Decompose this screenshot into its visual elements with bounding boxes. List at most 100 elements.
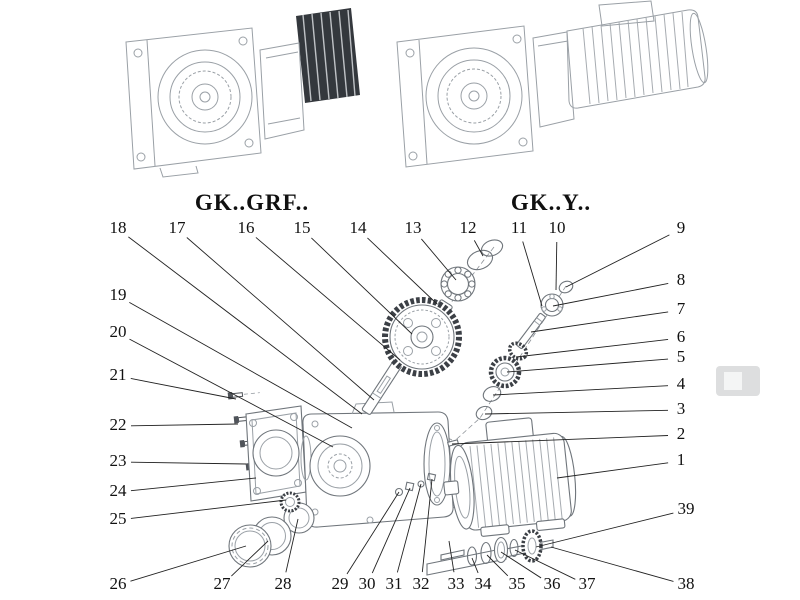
part-number-13: 13	[405, 218, 422, 237]
part-number-5: 5	[677, 347, 686, 366]
leader-line-33	[448, 540, 455, 573]
output-gear-shaft	[361, 297, 462, 415]
leader-line-3	[484, 409, 669, 415]
leader-line-34	[471, 557, 479, 574]
part-number-6: 6	[677, 327, 686, 346]
part-number-14: 14	[350, 218, 368, 237]
leader-line-7	[530, 311, 669, 333]
part-number-12: 12	[460, 218, 477, 237]
part-number-9: 9	[677, 218, 686, 237]
leader-line-39	[535, 512, 674, 548]
part-number-33: 33	[448, 574, 465, 593]
motor-body-outline	[566, 9, 706, 109]
leader-line-36	[500, 551, 542, 579]
bearing-large	[440, 266, 476, 302]
motor-fins	[469, 437, 563, 528]
leader-line-30	[371, 487, 411, 574]
shim-ring	[480, 239, 504, 257]
part-number-28: 28	[275, 574, 292, 593]
pinion-teeth	[507, 341, 529, 361]
part-number-2: 2	[677, 424, 686, 443]
leader-line-22	[130, 423, 239, 427]
input-shaft-assembly	[426, 529, 554, 576]
part-number-23: 23	[110, 451, 127, 470]
leader-line-28	[285, 518, 299, 573]
part-number-38: 38	[678, 574, 695, 593]
part-number-18: 18	[110, 218, 127, 237]
bevel-gear	[488, 355, 522, 389]
leader-line-23	[130, 461, 247, 465]
leader-line-25	[130, 499, 287, 519]
leader-line-4	[492, 385, 669, 396]
leader-line-13	[421, 238, 457, 281]
assembled-view-grf	[125, 8, 360, 178]
part-number-39: 39	[678, 499, 695, 518]
leader-line-14	[367, 237, 438, 305]
model-label-grf: GK..GRF..	[194, 190, 310, 215]
part-number-31: 31	[386, 574, 403, 593]
gearbox-housing	[300, 401, 460, 528]
leader-line-15	[311, 237, 413, 335]
part-number-27: 27	[214, 574, 232, 593]
leader-line-18	[128, 236, 363, 415]
leader-line-38	[550, 546, 674, 582]
part-number-7: 7	[677, 299, 686, 318]
helical-gear	[382, 297, 462, 377]
part-number-24: 24	[110, 481, 128, 500]
leader-line-29	[346, 491, 400, 575]
motor	[443, 417, 577, 537]
part-number-34: 34	[475, 574, 493, 593]
leader-line-5	[506, 358, 669, 373]
part-number-29: 29	[332, 574, 349, 593]
model-label-y: GK..Y..	[510, 190, 592, 215]
motor-cooling-fins	[582, 11, 689, 105]
part-number-4: 4	[677, 374, 686, 393]
leader-line-26	[130, 545, 247, 582]
part-number-37: 37	[579, 574, 597, 593]
leader-line-21	[130, 378, 237, 400]
locknut	[279, 491, 301, 513]
part-number-8: 8	[677, 270, 686, 289]
leader-line-17	[186, 237, 375, 401]
shim-rings	[228, 491, 315, 568]
part-number-11: 11	[511, 218, 527, 237]
ribbed-input-cover	[296, 8, 360, 103]
mounting-flange-plate	[245, 405, 307, 502]
cover-ribs	[302, 9, 356, 102]
terminal-box	[598, 0, 655, 27]
part-number-30: 30	[359, 574, 376, 593]
part-number-3: 3	[677, 399, 686, 418]
leader-line-35	[486, 554, 509, 577]
part-number-32: 32	[413, 574, 430, 593]
flange-stud	[446, 439, 460, 447]
part-number-10: 10	[549, 218, 566, 237]
leader-line-31	[396, 483, 422, 573]
part-number-22: 22	[110, 415, 127, 434]
shaft-bearing	[493, 536, 509, 564]
leader-line-9	[565, 234, 670, 288]
input-pinion-set	[475, 280, 574, 421]
leader-line-37	[514, 549, 576, 580]
leader-line-24	[130, 477, 257, 492]
leader-line-16	[255, 237, 401, 361]
part-number-26: 26	[110, 574, 127, 593]
leader-line-32	[421, 478, 433, 573]
leader-line-10	[555, 241, 558, 291]
leader-line-12	[473, 240, 484, 257]
part-number-17: 17	[169, 218, 187, 237]
leader-line-8	[552, 283, 669, 307]
part-number-21: 21	[110, 365, 127, 384]
leader-line-27	[231, 540, 269, 577]
leader-line-19	[129, 301, 353, 429]
motor-shaft-stub	[443, 480, 460, 496]
leader-line-2	[451, 435, 669, 445]
part-number-19: 19	[110, 285, 127, 304]
part-number-25: 25	[110, 509, 127, 528]
leader-line-11	[522, 241, 543, 307]
watermark	[716, 366, 760, 396]
leader-line-1	[556, 462, 669, 479]
part-number-15: 15	[294, 218, 311, 237]
leader-line-20	[129, 338, 334, 448]
